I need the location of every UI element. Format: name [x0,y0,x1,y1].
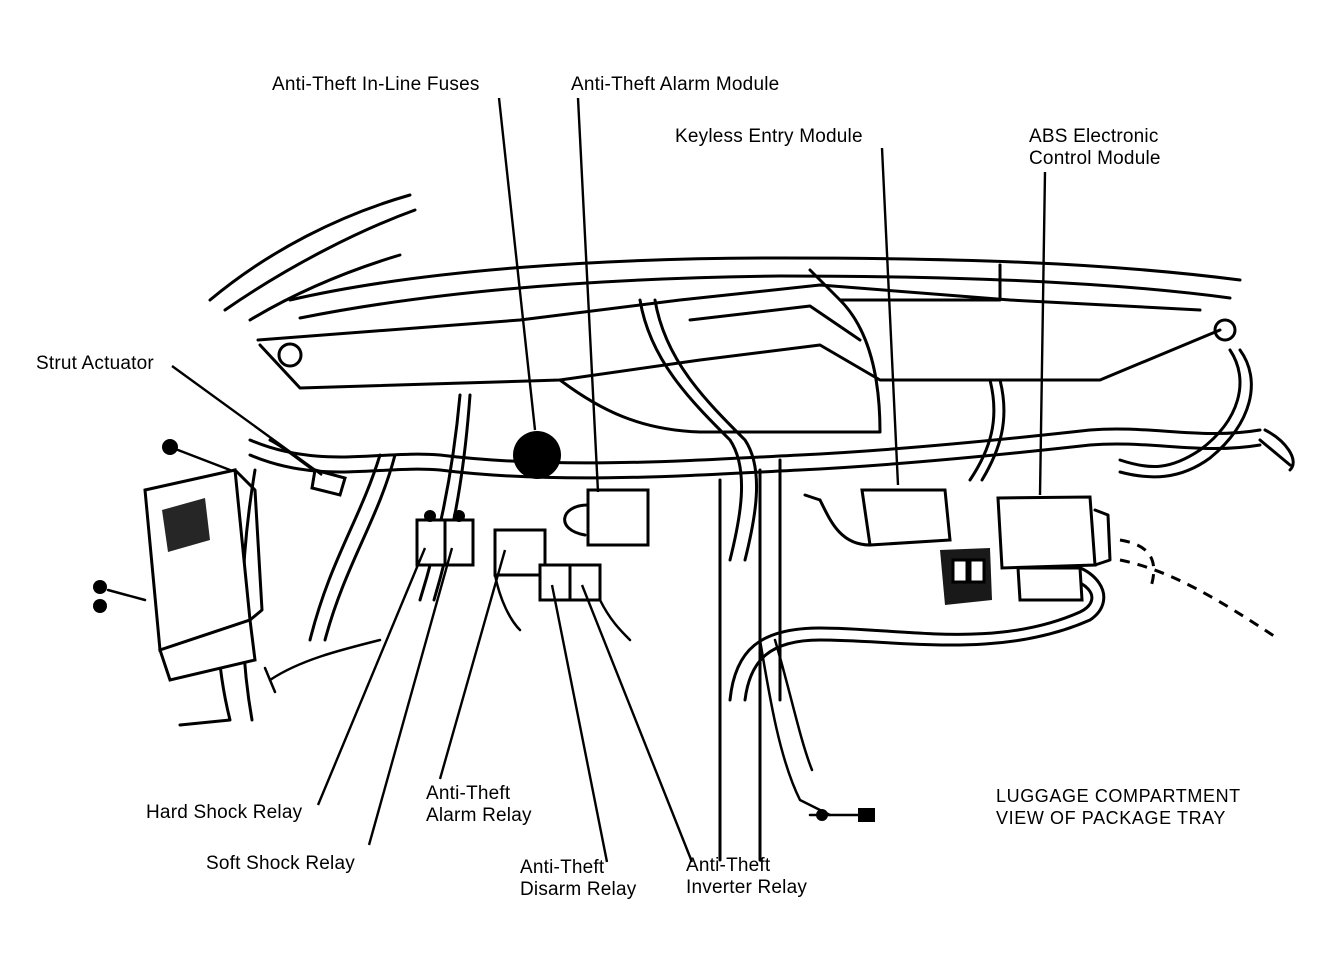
label-inverter-relay-line2: Inverter Relay [686,877,808,898]
label-soft-shock-relay: Soft Shock Relay [206,853,355,874]
package-tray-shelf [256,263,1237,434]
leader-inline-fuses [497,97,537,431]
label-disarm-relay-line2: Disarm Relay [520,879,637,900]
label-alarm-relay-line1: Anti-Theft [426,783,511,804]
leader-lines [171,97,1047,863]
label-strut-actuator: Strut Actuator [36,353,154,374]
leader-inverter-relay [580,584,694,863]
label-hard-shock-relay: Hard Shock Relay [146,802,303,823]
right-panel-dashed [1119,428,1295,642]
leader-strut-actuator [171,365,323,476]
alarm-relay-body [493,528,547,577]
caption-line1: LUGGAGE COMPARTMENT [996,786,1241,806]
label-anti-theft-alarm-module: Anti-Theft Alarm Module [571,74,780,95]
strut-actuator-box [93,438,347,682]
keyless-entry-module-body [803,488,952,547]
rear-window-outline [208,193,1242,322]
relay-cluster [415,488,650,642]
label-abs-module-line1: ABS Electronic [1029,126,1159,147]
leader-keyless-entry [880,147,900,486]
leader-alarm-relay [438,549,507,780]
label-alarm-relay-line2: Alarm Relay [426,805,532,826]
leader-soft-shock [367,547,454,846]
leader-alarm-module [576,97,600,493]
label-inverter-relay-line1: Anti-Theft [686,855,771,876]
label-keyless-entry-module: Keyless Entry Module [675,126,863,147]
leader-hard-shock [316,547,427,806]
center-pillar [718,458,875,862]
wiring-harness [248,298,1262,817]
abs-module-body [940,495,1112,605]
caption-line2: VIEW OF PACKAGE TRAY [996,808,1227,828]
label-anti-theft-inline-fuses: Anti-Theft In-Line Fuses [272,74,480,95]
soft-shock-relay-body [443,518,475,567]
label-disarm-relay-line1: Anti-Theft [520,857,605,878]
leader-abs-module [1038,171,1047,496]
alarm-module-body [586,488,650,547]
label-abs-module-line2: Control Module [1029,148,1161,169]
inline-fuse-holder [513,431,561,479]
leader-disarm-relay [550,584,609,863]
